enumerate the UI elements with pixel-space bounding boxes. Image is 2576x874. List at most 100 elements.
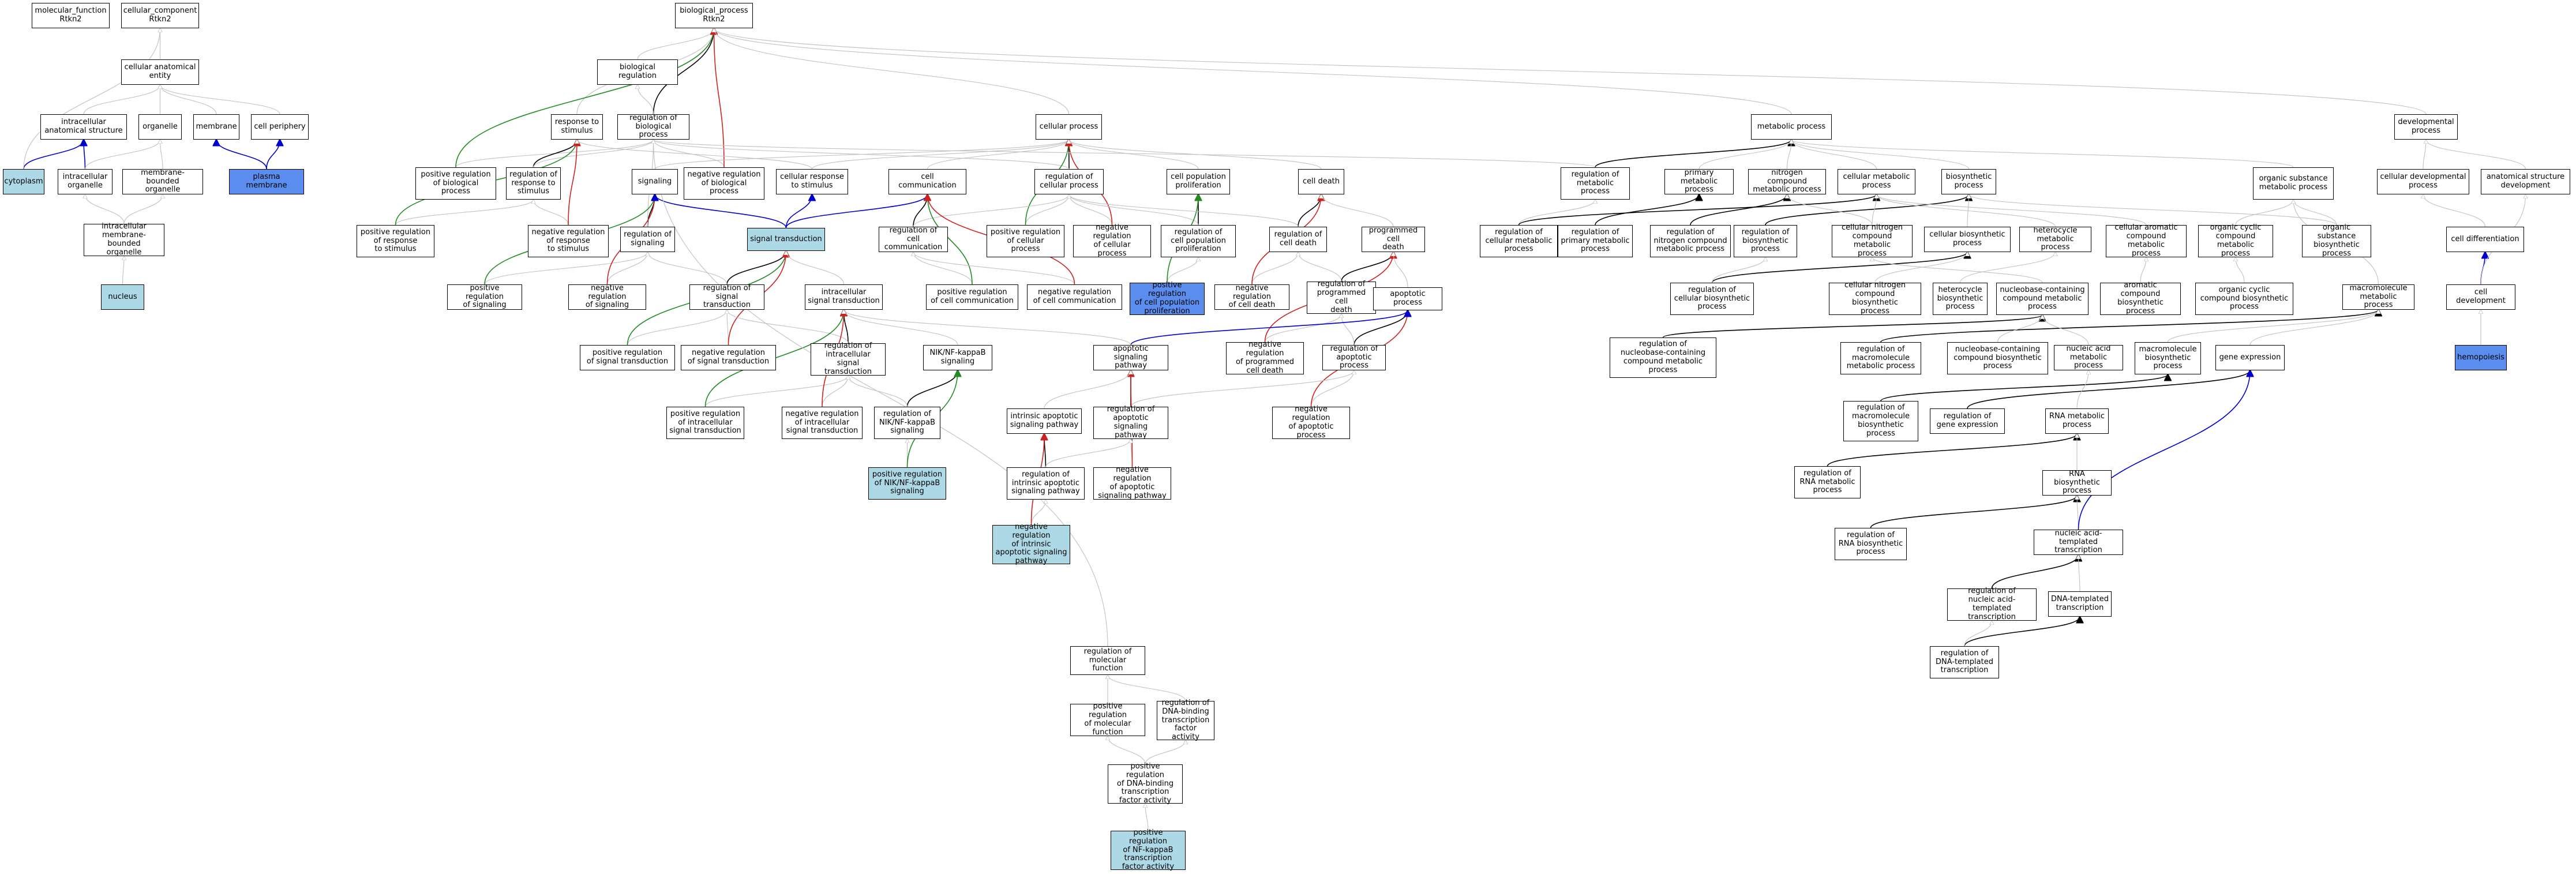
node-cellular-aromatic-compound-metabolic-process[interactable]: cellular aromatic compound metabolic pro… [2106,223,2187,258]
node-regulation-of-dna-templated-transcription[interactable]: regulation of DNA-templated transcriptio… [1930,646,1999,678]
node-positive-regulation-of-molecular-function[interactable]: positive regulation of molecular functio… [1070,702,1145,737]
node-organic-cyclic-compound-metabolic-process[interactable]: organic cyclic compound metabolic proces… [2198,223,2273,258]
node-positive-regulation-of-nik-nf-kappab-signaling[interactable]: positive regulation of NIK/NF-kappaB sig… [868,467,946,500]
node-negative-regulation-of-cell-communication[interactable]: negative regulation of cell communicatio… [1027,284,1122,310]
node-rna-metabolic-process[interactable]: RNA metabolic process [2045,408,2109,434]
node-organic-cyclic-compound-biosynthetic-process[interactable]: organic cyclic compound biosynthetic pro… [2195,283,2293,315]
node-cytoplasm[interactable]: cytoplasm [3,169,44,194]
node-apoptotic-signaling-pathway[interactable]: apoptotic signaling pathway [1093,344,1168,370]
node-nucleic-acid-metabolic-process[interactable]: nucleic acid metabolic process [2054,344,2123,370]
node-regulation-of-primary-metabolic-process[interactable]: regulation of primary metabolic process [1558,225,1633,257]
node-regulation-of-cell-population-proliferation[interactable]: regulation of cell population proliferat… [1161,225,1236,257]
node-regulation-of-rna-biosynthetic-process[interactable]: regulation of RNA biosynthetic process [1835,528,1907,560]
node-membrane[interactable]: membrane [193,114,239,140]
node-regulation-of-cell-communication[interactable]: regulation of cell communication [879,226,948,252]
node-cellular-process[interactable]: cellular process [1036,114,1102,140]
node-nucleus[interactable]: nucleus [101,284,144,310]
node-regulation-of-cellular-process[interactable]: regulation of cellular process [1034,169,1104,194]
node-biological-process[interactable]: biological_process Rtkn2 [675,3,753,28]
node-cellular-response-to-stimulus[interactable]: cellular response to stimulus [776,169,848,194]
node-regulation-of-biological-process[interactable]: regulation of biological process [617,114,689,140]
node-regulation-of-response-to-stimulus[interactable]: regulation of response to stimulus [506,167,561,200]
node-aromatic-compound-biosynthetic-process[interactable]: aromatic compound biosynthetic process [2100,281,2181,316]
node-regulation-of-nucleic-acid-templated-transcription[interactable]: regulation of nucleic acid-templated tra… [1947,587,2037,621]
node-negative-regulation-of-response-to-stimulus[interactable]: negative regulation of response to stimu… [528,225,609,257]
node-signal-transduction[interactable]: signal transduction [747,228,825,251]
node-cell-differentiation[interactable]: cell differentiation [2446,227,2524,252]
node-regulation-of-nitrogen-compound-metabolic-process[interactable]: regulation of nitrogen compound metaboli… [1650,225,1731,257]
node-regulation-of-rna-metabolic-process[interactable]: regulation of RNA metabolic process [1794,466,1861,498]
node-cellular-component[interactable]: cellular_component Rtkn2 [121,3,199,28]
node-cellular-developmental-process[interactable]: cellular developmental process [2377,169,2469,194]
node-membrane-bounded-organelle[interactable]: membrane-bounded organelle [122,168,203,194]
node-negative-regulation-of-cellular-process[interactable]: negative regulation of cellular process [1073,223,1151,258]
node-cell-population-proliferation[interactable]: cell population proliferation [1167,169,1230,194]
node-negative-regulation-of-intracellular-signal-transduction[interactable]: negative regulation of intracellular sig… [782,407,863,439]
node-negative-regulation-of-signal-transduction[interactable]: negative regulation of signal transducti… [681,345,776,370]
node-negative-regulation-of-biological-process[interactable]: negative regulation of biological proces… [684,167,764,200]
node-plasma-membrane[interactable]: plasma membrane [229,169,304,194]
node-regulation-of-nucleobase-containing-compound-metabolic-process[interactable]: regulation of nucleobase-containing comp… [1610,337,1716,378]
node-heterocycle-metabolic-process[interactable]: heterocycle metabolic process [2019,226,2091,252]
node-positive-regulation-of-biological-process[interactable]: positive regulation of biological proces… [415,167,496,200]
node-cell-development[interactable]: cell development [2446,284,2515,310]
node-regulation-of-apoptotic-process[interactable]: regulation of apoptotic process [1322,344,1386,370]
node-cell-death[interactable]: cell death [1298,169,1344,194]
node-regulation-of-metabolic-process[interactable]: regulation of metabolic process [1561,167,1630,200]
node-regulation-of-programmed-cell-death[interactable]: regulation of programmed cell death [1307,280,1376,314]
node-cellular-nitrogen-compound-metabolic-process[interactable]: cellular nitrogen compound metabolic pro… [1832,223,1913,258]
node-negative-regulation-of-intrinsic-apoptotic-signaling-pathway[interactable]: negative regulation of intrinsic apoptot… [992,523,1070,565]
node-programmed-cell-death[interactable]: programmed cell death [1362,226,1425,252]
node-positive-regulation-of-cellular-process[interactable]: positive regulation of cellular process [987,225,1064,257]
node-hemopoiesis[interactable]: hemopoiesis [2455,345,2507,370]
node-cellular-anatomical-entity[interactable]: cellular anatomical entity [121,59,199,85]
node-response-to-stimulus[interactable]: response to stimulus [551,114,603,140]
node-regulation-of-cell-death[interactable]: regulation of cell death [1269,227,1327,252]
node-macromolecule-metabolic-process[interactable]: macromolecule metabolic process [2342,284,2414,310]
node-rna-biosynthetic-process[interactable]: RNA biosynthetic process [2042,470,2112,496]
node-positive-regulation-of-dna-binding-transcription-factor-activity[interactable]: positive regulation of DNA-binding trans… [1108,762,1183,805]
node-positive-regulation-of-cell-communication[interactable]: positive regulation of cell communicatio… [926,284,1018,310]
node-positive-regulation-of-cell-population-proliferation[interactable]: positive regulation of cell population p… [1130,281,1205,316]
node-apoptotic-process[interactable]: apoptotic process [1373,287,1442,310]
node-negative-regulation-of-cell-death[interactable]: negative regulation of cell death [1214,284,1289,310]
node-regulation-of-cellular-biosynthetic-process[interactable]: regulation of cellular biosynthetic proc… [1670,283,1754,315]
node-gene-expression[interactable]: gene expression [2215,345,2285,370]
node-signaling[interactable]: signaling [632,169,678,194]
node-negative-regulation-of-apoptotic-process[interactable]: negative regulation of apoptotic process [1272,405,1350,440]
node-regulation-of-apoptotic-signaling-pathway[interactable]: regulation of apoptotic signaling pathwa… [1093,405,1168,440]
node-intracellular-anatomical-structure[interactable]: intracellular anatomical structure [40,114,127,140]
node-biosynthetic-process[interactable]: biosynthetic process [1941,169,1996,194]
node-positive-regulation-of-signal-transduction[interactable]: positive regulation of signal transducti… [580,345,675,370]
node-developmental-process[interactable]: developmental process [2394,114,2458,140]
node-regulation-of-signal-transduction[interactable]: regulation of signal transduction [689,284,764,310]
node-macromolecule-biosynthetic-process[interactable]: macromolecule biosynthetic process [2135,342,2201,374]
node-organic-substance-metabolic-process[interactable]: organic substance metabolic process [2253,167,2334,200]
node-positive-regulation-of-signaling[interactable]: positive regulation of signaling [447,284,522,310]
node-regulation-of-intracellular-signal-transduction[interactable]: regulation of intracellular signal trans… [811,342,886,376]
node-intracellular-organelle[interactable]: intracellular organelle [58,169,113,194]
node-metabolic-process[interactable]: metabolic process [1751,114,1832,140]
node-organic-substance-biosynthetic-process[interactable]: organic substance biosynthetic process [2302,223,2371,258]
node-nucleic-acid-templated-transcription[interactable]: nucleic acid-templated transcription [2034,529,2123,555]
node-nucleobase-containing-compound-metabolic-process[interactable]: nucleobase-containing compound metabolic… [1996,283,2088,315]
node-cellular-nitrogen-compound-biosynthetic-process[interactable]: cellular nitrogen compound biosynthetic … [1829,281,1921,316]
node-nucleobase-containing-compound-biosynthetic-process[interactable]: nucleobase-containing compound biosynthe… [1947,342,2048,374]
node-intracellular-membrane-bounded-organelle[interactable]: intracellular membrane-bounded organelle [84,222,164,257]
node-biological-regulation[interactable]: biological regulation [597,59,678,85]
node-cell-communication[interactable]: cell communication [888,169,966,194]
node-negative-regulation-of-programmed-cell-death[interactable]: negative regulation of programmed cell d… [1226,340,1304,375]
node-negative-regulation-of-signaling[interactable]: negative regulation of signaling [568,284,646,310]
node-nik-nf-kappab-signaling[interactable]: NIK/NF-kappaB signaling [923,345,992,370]
node-dna-templated-transcription[interactable]: DNA-templated transcription [2048,591,2112,617]
node-anatomical-structure-development[interactable]: anatomical structure development [2481,169,2570,194]
node-regulation-of-biosynthetic-process[interactable]: regulation of biosynthetic process [1734,225,1797,257]
node-positive-regulation-of-intracellular-signal-transduction[interactable]: positive regulation of intracellular sig… [666,407,744,439]
node-heterocycle-biosynthetic-process[interactable]: heterocycle biosynthetic process [1933,283,1988,315]
node-regulation-of-macromolecule-metabolic-process[interactable]: regulation of macromolecule metabolic pr… [1840,342,1921,374]
node-cell-periphery[interactable]: cell periphery [251,114,309,140]
node-positive-regulation-of-nf-kappab-transcription-factor-activity[interactable]: positive regulation of NF-kappaB transcr… [1111,828,1186,871]
node-cellular-biosynthetic-process[interactable]: cellular biosynthetic process [1924,227,2011,252]
node-regulation-of-macromolecule-biosynthetic-process[interactable]: regulation of macromolecule biosynthetic… [1843,401,1918,441]
node-regulation-of-nik-nf-kappab-signaling[interactable]: regulation of NIK/NF-kappaB signaling [874,407,940,439]
